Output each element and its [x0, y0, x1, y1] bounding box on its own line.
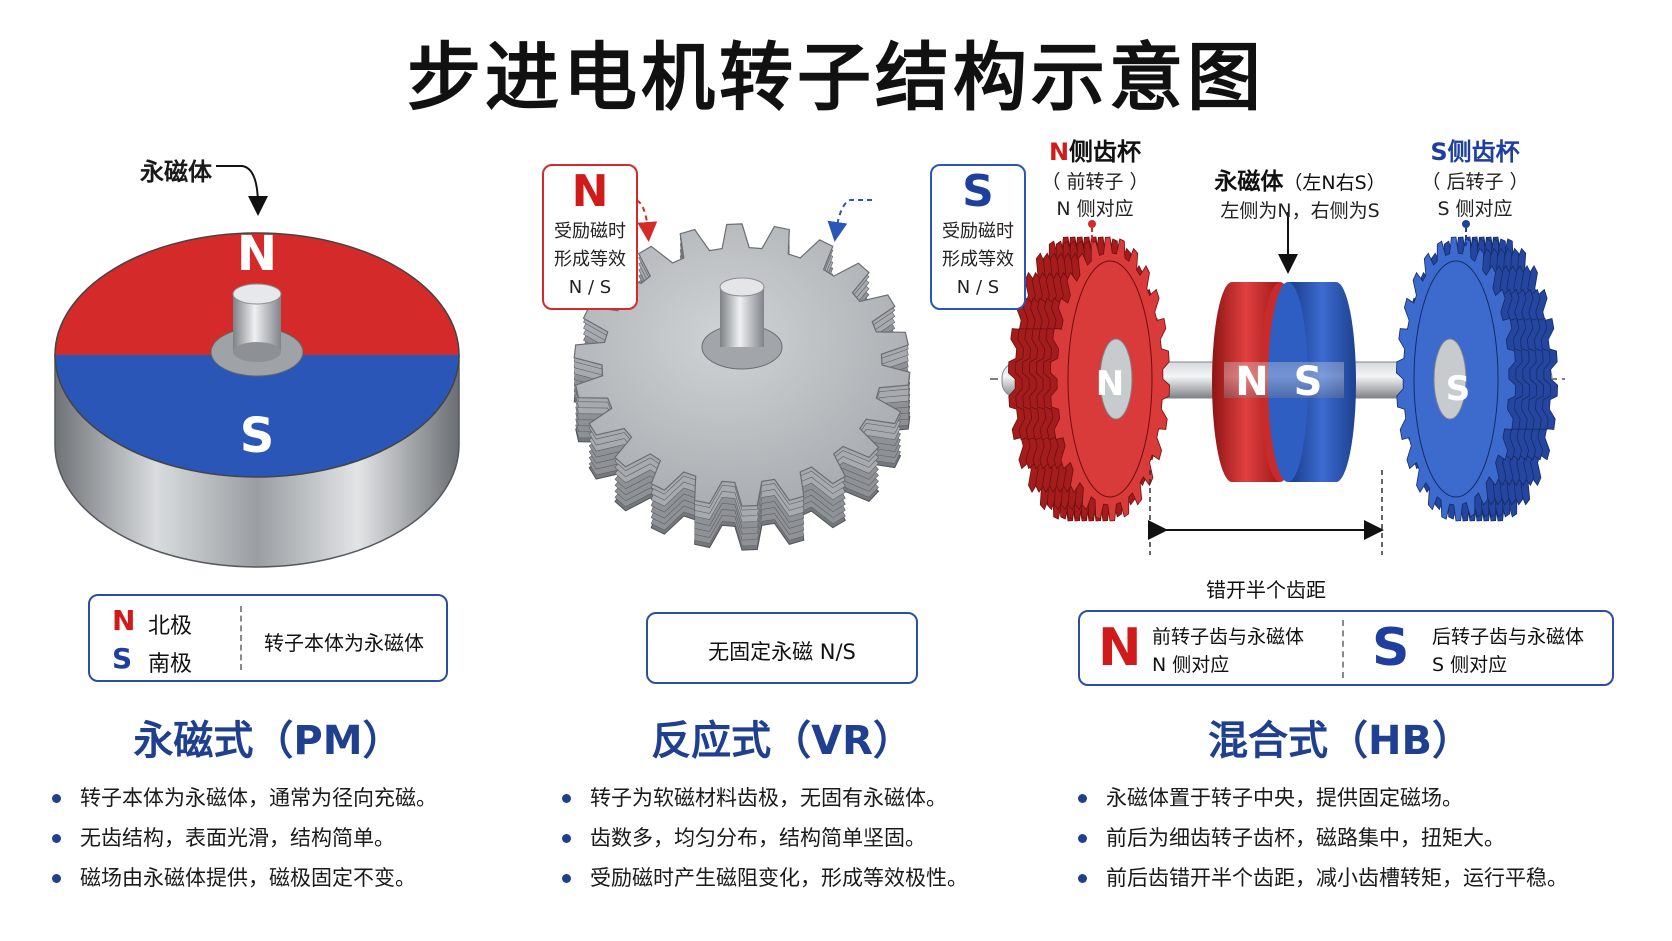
- list-item: 永磁体置于转子中央，提供固定磁场。: [1078, 778, 1568, 818]
- hb-s-cup-sub1: （ 后转子 ）: [1421, 171, 1529, 193]
- vr-callout-n: N 受励磁时 形成等效 N / S: [542, 164, 638, 310]
- hb-magnet-s-letter: S: [1294, 359, 1323, 405]
- hb-legend-n-letter: N: [1098, 618, 1142, 678]
- hb-legend-n-line2: N 侧对应: [1152, 654, 1230, 676]
- vr-callout-s: S 受励磁时 形成等效 N / S: [930, 164, 1026, 310]
- hb-legend-box: N 前转子齿与永磁体 N 侧对应 S 后转子齿与永磁体 S 侧对应: [1078, 610, 1614, 686]
- hb-n-cup-sub2: N 侧对应: [1056, 198, 1134, 220]
- hb-n-cup-letter: N: [1048, 138, 1070, 166]
- pm-legend-n-text: 北极: [148, 614, 193, 639]
- hb-magnet-n-letter: N: [1235, 359, 1268, 405]
- hb-magnet-label: 永磁体（左N右S） 左侧为N，右侧为S: [1200, 162, 1400, 223]
- vr-soft-iron-gear: [573, 223, 911, 551]
- hb-n-cup-sub1: （ 前转子 ）: [1041, 171, 1149, 193]
- list-item: 齿数多，均匀分布，结构简单坚固。: [562, 818, 968, 858]
- list-item: 受励磁时产生磁阻变化，形成等效极性。: [562, 858, 968, 898]
- vr-callout-n-line3: N / S: [568, 277, 612, 298]
- list-item: 前后齿错开半个齿距，减小齿槽转矩，运行平稳。: [1078, 858, 1568, 898]
- list-item: 转子本体为永磁体，通常为径向充磁。: [52, 778, 437, 818]
- pm-legend-s-text: 南极: [148, 652, 193, 677]
- pm-legend-divider: [240, 606, 242, 670]
- hb-rear-tooth-cup-s: [1395, 236, 1559, 522]
- vr-callout-s-line1: 受励磁时: [942, 221, 1014, 242]
- hb-legend-s-line2: S 侧对应: [1432, 654, 1508, 676]
- hb-permanent-magnet: [1212, 282, 1356, 482]
- pm-legend-box: N 北极 S 南极 转子本体为永磁体: [88, 594, 448, 682]
- pm-legend-s-letter: S: [112, 642, 133, 675]
- vr-callout-s-line2: 形成等效: [942, 249, 1014, 270]
- hb-s-cup-label: S侧齿杯 （ 后转子 ） S 侧对应: [1400, 132, 1550, 221]
- pm-pole-s: S: [240, 408, 275, 464]
- hb-s-cup-sub2: S 侧对应: [1437, 198, 1513, 220]
- hb-offset-label: 错开半个齿距: [1206, 578, 1326, 602]
- vr-callout-n-line2: 形成等效: [554, 249, 626, 270]
- hb-magnet-title: 永磁体: [1214, 169, 1284, 195]
- pm-magnet-disc: [54, 232, 460, 568]
- hb-gear-n-letter: N: [1096, 364, 1124, 404]
- hb-legend-s-letter: S: [1372, 618, 1410, 678]
- pm-magnet-pointer: [216, 165, 268, 216]
- hb-front-tooth-cup-n: [1007, 236, 1171, 522]
- list-item: 转子为软磁材料齿极，无固有永磁体。: [562, 778, 968, 818]
- list-item: 磁场由永磁体提供，磁极固定不变。: [52, 858, 437, 898]
- hb-s-cup-title: 侧齿杯: [1447, 138, 1520, 166]
- hb-legend-s-line1: 后转子齿与永磁体: [1432, 626, 1585, 648]
- vr-bullets: 转子为软磁材料齿极，无固有永磁体。 齿数多，均匀分布，结构简单坚固。 受励磁时产…: [562, 778, 968, 898]
- hb-offset-dimension: [1148, 470, 1384, 555]
- vr-box-note: 无固定永磁 N/S: [708, 640, 856, 664]
- list-item: 前后为细齿转子齿杯，磁路集中，扭矩大。: [1078, 818, 1568, 858]
- vr-callout-s-letter: S: [962, 166, 994, 217]
- hb-s-cup-letter: S: [1430, 138, 1448, 166]
- vr-callout-n-line1: 受励磁时: [554, 221, 626, 242]
- hb-bullets: 永磁体置于转子中央，提供固定磁场。 前后为细齿转子齿杯，磁路集中，扭矩大。 前后…: [1078, 778, 1568, 898]
- hb-n-cup-title: 侧齿杯: [1069, 138, 1142, 166]
- list-item: 无齿结构，表面光滑，结构简单。: [52, 818, 437, 858]
- pm-legend-note: 转子本体为永磁体: [264, 631, 424, 655]
- pm-heading: 永磁式（PM）: [133, 718, 403, 764]
- page-title: 步进电机转子结构示意图: [407, 35, 1265, 121]
- hb-magnet-paren: （左N右S）: [1283, 172, 1386, 194]
- hb-legend-n-line1: 前转子齿与永磁体: [1152, 626, 1305, 648]
- pm-magnet-label: 永磁体: [140, 158, 212, 186]
- vr-callout-n-letter: N: [571, 166, 609, 217]
- hb-assembly: [990, 236, 1565, 522]
- hb-n-cup-label: N侧齿杯 （ 前转子 ） N 侧对应: [1020, 132, 1170, 221]
- hb-heading: 混合式（HB）: [1208, 718, 1472, 764]
- vr-heading: 反应式（VR）: [651, 718, 913, 764]
- vr-note-box: 无固定永磁 N/S: [646, 612, 918, 684]
- vr-callout-s-line3: N / S: [956, 277, 1000, 298]
- hb-legend-divider: [1342, 620, 1344, 678]
- hb-pointers: [1088, 212, 1470, 274]
- hb-magnet-sub: 左侧为N，右侧为S: [1220, 200, 1380, 222]
- hb-gear-s-letter: S: [1446, 369, 1471, 409]
- pm-legend-n-letter: N: [112, 604, 136, 637]
- pm-pole-n: N: [237, 226, 277, 282]
- pm-bullets: 转子本体为永磁体，通常为径向充磁。 无齿结构，表面光滑，结构简单。 磁场由永磁体…: [52, 778, 437, 898]
- vr-callout-arrows: [610, 199, 872, 242]
